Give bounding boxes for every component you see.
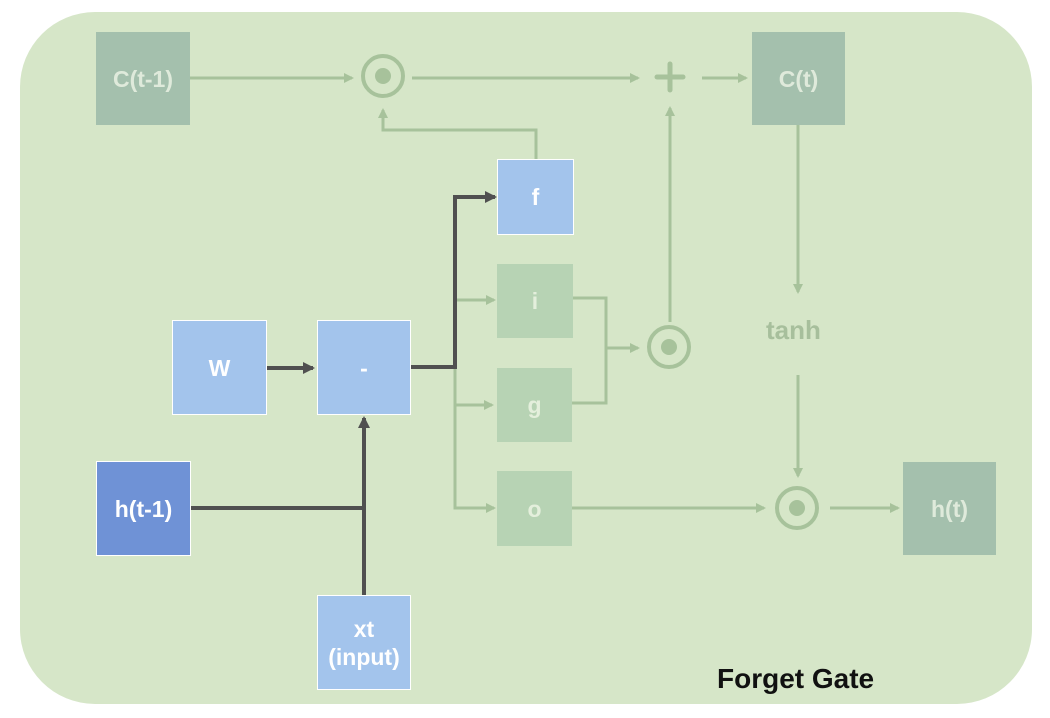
arrow-f-to-mult (378, 108, 538, 159)
weight-node: W (172, 320, 267, 415)
candidate-node: g (497, 368, 572, 442)
h-prev-node: h(t-1) (96, 461, 191, 556)
multiply-icon-top (361, 54, 405, 98)
arrow-branch-to-o (453, 367, 496, 513)
h-t-node: h(t) (903, 462, 996, 555)
plus-icon (654, 61, 686, 93)
minus-node: - (317, 320, 411, 415)
multiply-icon-bottom (775, 486, 819, 530)
c-prev-node: C(t-1) (96, 32, 190, 125)
xt-input-node: xt (input) (317, 595, 411, 690)
multiply-icon-middle (647, 325, 691, 369)
forget-gate-node: f (497, 159, 574, 235)
line-i-to-merge (572, 296, 608, 405)
diagram-caption: Forget Gate (717, 663, 875, 694)
arrow-minus-to-f (411, 191, 497, 369)
tanh-label: tanh (766, 315, 821, 345)
c-t-node: C(t) (752, 32, 845, 125)
output-gate-node: o (497, 471, 572, 546)
input-gate-node: i (497, 264, 573, 338)
